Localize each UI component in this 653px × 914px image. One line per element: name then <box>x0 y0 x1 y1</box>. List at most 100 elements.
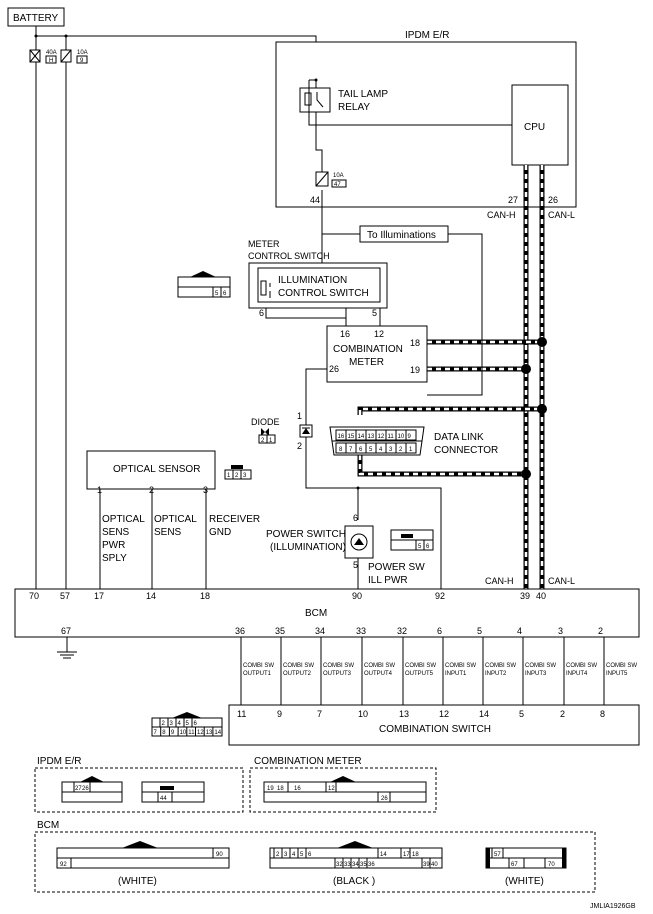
svg-text:39: 39 <box>520 591 530 601</box>
svg-text:PWR: PWR <box>102 540 125 551</box>
svg-text:6: 6 <box>426 544 430 550</box>
dlc-pin: 5 <box>369 447 373 453</box>
can-l-top: CAN-L <box>548 210 575 220</box>
svg-text:19: 19 <box>267 786 274 792</box>
bcm-pin: 32 <box>397 626 407 636</box>
ipdm-label: IPDM E/R <box>405 30 449 41</box>
conn-cell: 39 <box>423 862 430 868</box>
svg-text:RELAY: RELAY <box>338 102 370 113</box>
can-h-bottom: CAN-H <box>485 576 514 586</box>
signal-label: COMBI SW <box>445 663 476 669</box>
svg-text:10A: 10A <box>333 173 344 179</box>
bcm-pin: 3 <box>558 626 563 636</box>
conn-cell: 9 <box>171 730 175 736</box>
combi-switch-pin: 13 <box>399 709 409 719</box>
svg-text:SPLY: SPLY <box>102 553 127 564</box>
svg-text:METER: METER <box>349 357 384 368</box>
signal-label: COMBI SW <box>283 663 314 669</box>
combi-switch-pin: 5 <box>519 709 524 719</box>
svg-text:70: 70 <box>29 591 39 601</box>
conn-cell: 14 <box>380 852 387 858</box>
signal-label: OUTPUT4 <box>364 671 393 677</box>
svg-text:SENS: SENS <box>102 527 130 538</box>
ipdm-connectors-panel: IPDM E/R 27 26 44 <box>34 756 244 813</box>
conn-cell: 5 <box>186 721 190 727</box>
dlc-pin: 15 <box>348 434 355 440</box>
svg-text:2: 2 <box>261 438 265 444</box>
signal-label: OUTPUT2 <box>283 671 312 677</box>
combi-switch-pin: 10 <box>358 709 368 719</box>
conn-cell: 11 <box>188 730 195 736</box>
bcm-pin: 36 <box>235 626 245 636</box>
signal-label: COMBI SW <box>566 663 597 669</box>
conn-cell: 6 <box>308 852 312 858</box>
svg-text:90: 90 <box>216 852 223 858</box>
dlc-pin: 8 <box>339 447 343 453</box>
conn-cell: 2 <box>276 852 280 858</box>
dlc-pin: 11 <box>388 434 395 440</box>
svg-text:OPTICAL SENSOR: OPTICAL SENSOR <box>113 464 200 475</box>
svg-text:POWER SW: POWER SW <box>368 562 425 573</box>
svg-text:CONTROL SWITCH: CONTROL SWITCH <box>278 288 369 299</box>
svg-text:26: 26 <box>329 364 339 374</box>
bcm-pin: 6 <box>437 626 442 636</box>
dlc-pin: 12 <box>378 434 385 440</box>
svg-text:90: 90 <box>352 591 362 601</box>
signal-label: INPUT3 <box>525 671 547 677</box>
dlc-pin: 14 <box>358 434 365 440</box>
svg-text:57: 57 <box>494 852 501 858</box>
svg-text:ILL PWR: ILL PWR <box>368 575 408 586</box>
svg-text:GND: GND <box>209 527 231 538</box>
svg-text:POWER SWITCH: POWER SWITCH <box>266 529 346 540</box>
svg-text:18: 18 <box>277 786 284 792</box>
combi-switch-pin: 2 <box>560 709 565 719</box>
signal-label: COMBI SW <box>525 663 556 669</box>
signal-label: OUTPUT5 <box>405 671 434 677</box>
svg-text:1: 1 <box>227 473 231 479</box>
dlc-pin: 1 <box>409 447 413 453</box>
dlc-pin: 16 <box>338 434 345 440</box>
fuse-40a: 40A H <box>29 49 57 64</box>
conn-cell: 36 <box>368 862 375 868</box>
svg-text:IPDM E/R: IPDM E/R <box>37 756 81 767</box>
svg-text:5: 5 <box>215 291 219 297</box>
conn-cell: 34 <box>352 862 359 868</box>
svg-text:92: 92 <box>435 591 445 601</box>
to-illuminations: To Illuminations <box>359 225 449 243</box>
connector-icon-meter-switch: 5 6 <box>177 271 231 298</box>
svg-text:70: 70 <box>548 862 555 868</box>
conn-cell: 32 <box>336 862 343 868</box>
svg-text:40: 40 <box>536 591 546 601</box>
svg-text:6: 6 <box>353 513 358 523</box>
svg-text:9: 9 <box>80 58 84 64</box>
svg-text:OPTICAL: OPTICAL <box>154 514 197 525</box>
connector-icon-power-switch: 5 6 <box>390 529 434 551</box>
tail-lamp-relay: TAIL LAMP RELAY <box>299 87 388 113</box>
svg-text:10A: 10A <box>77 50 88 56</box>
conn-cell: 14 <box>214 730 221 736</box>
signal-label: INPUT5 <box>606 671 628 677</box>
svg-text:14: 14 <box>146 591 156 601</box>
bcm-pin: 5 <box>477 626 482 636</box>
svg-text:OPTICAL: OPTICAL <box>102 514 145 525</box>
conn-cell: 5 <box>300 852 304 858</box>
svg-text:RECEIVER: RECEIVER <box>209 514 260 525</box>
svg-text:CONTROL SWITCH: CONTROL SWITCH <box>248 251 330 261</box>
signal-label: OUTPUT3 <box>323 671 352 677</box>
signal-label: COMBI SW <box>323 663 354 669</box>
svg-text:(WHITE): (WHITE) <box>505 876 544 887</box>
dlc-pin: 2 <box>399 447 403 453</box>
combi-switch-pin: 14 <box>479 709 489 719</box>
svg-text:5: 5 <box>418 544 422 550</box>
svg-text:(ILLUMINATION): (ILLUMINATION) <box>270 542 346 553</box>
conn-cell: 2 <box>162 721 166 727</box>
svg-text:METER: METER <box>248 239 280 249</box>
conn-cell: 12 <box>197 730 204 736</box>
can-h-top: CAN-H <box>487 210 516 220</box>
conn-cell: 35 <box>360 862 367 868</box>
dlc-pin: 4 <box>379 447 383 453</box>
conn-cell: 40 <box>431 862 438 868</box>
svg-text:40A: 40A <box>46 50 57 56</box>
dlc-pin: 3 <box>389 447 393 453</box>
